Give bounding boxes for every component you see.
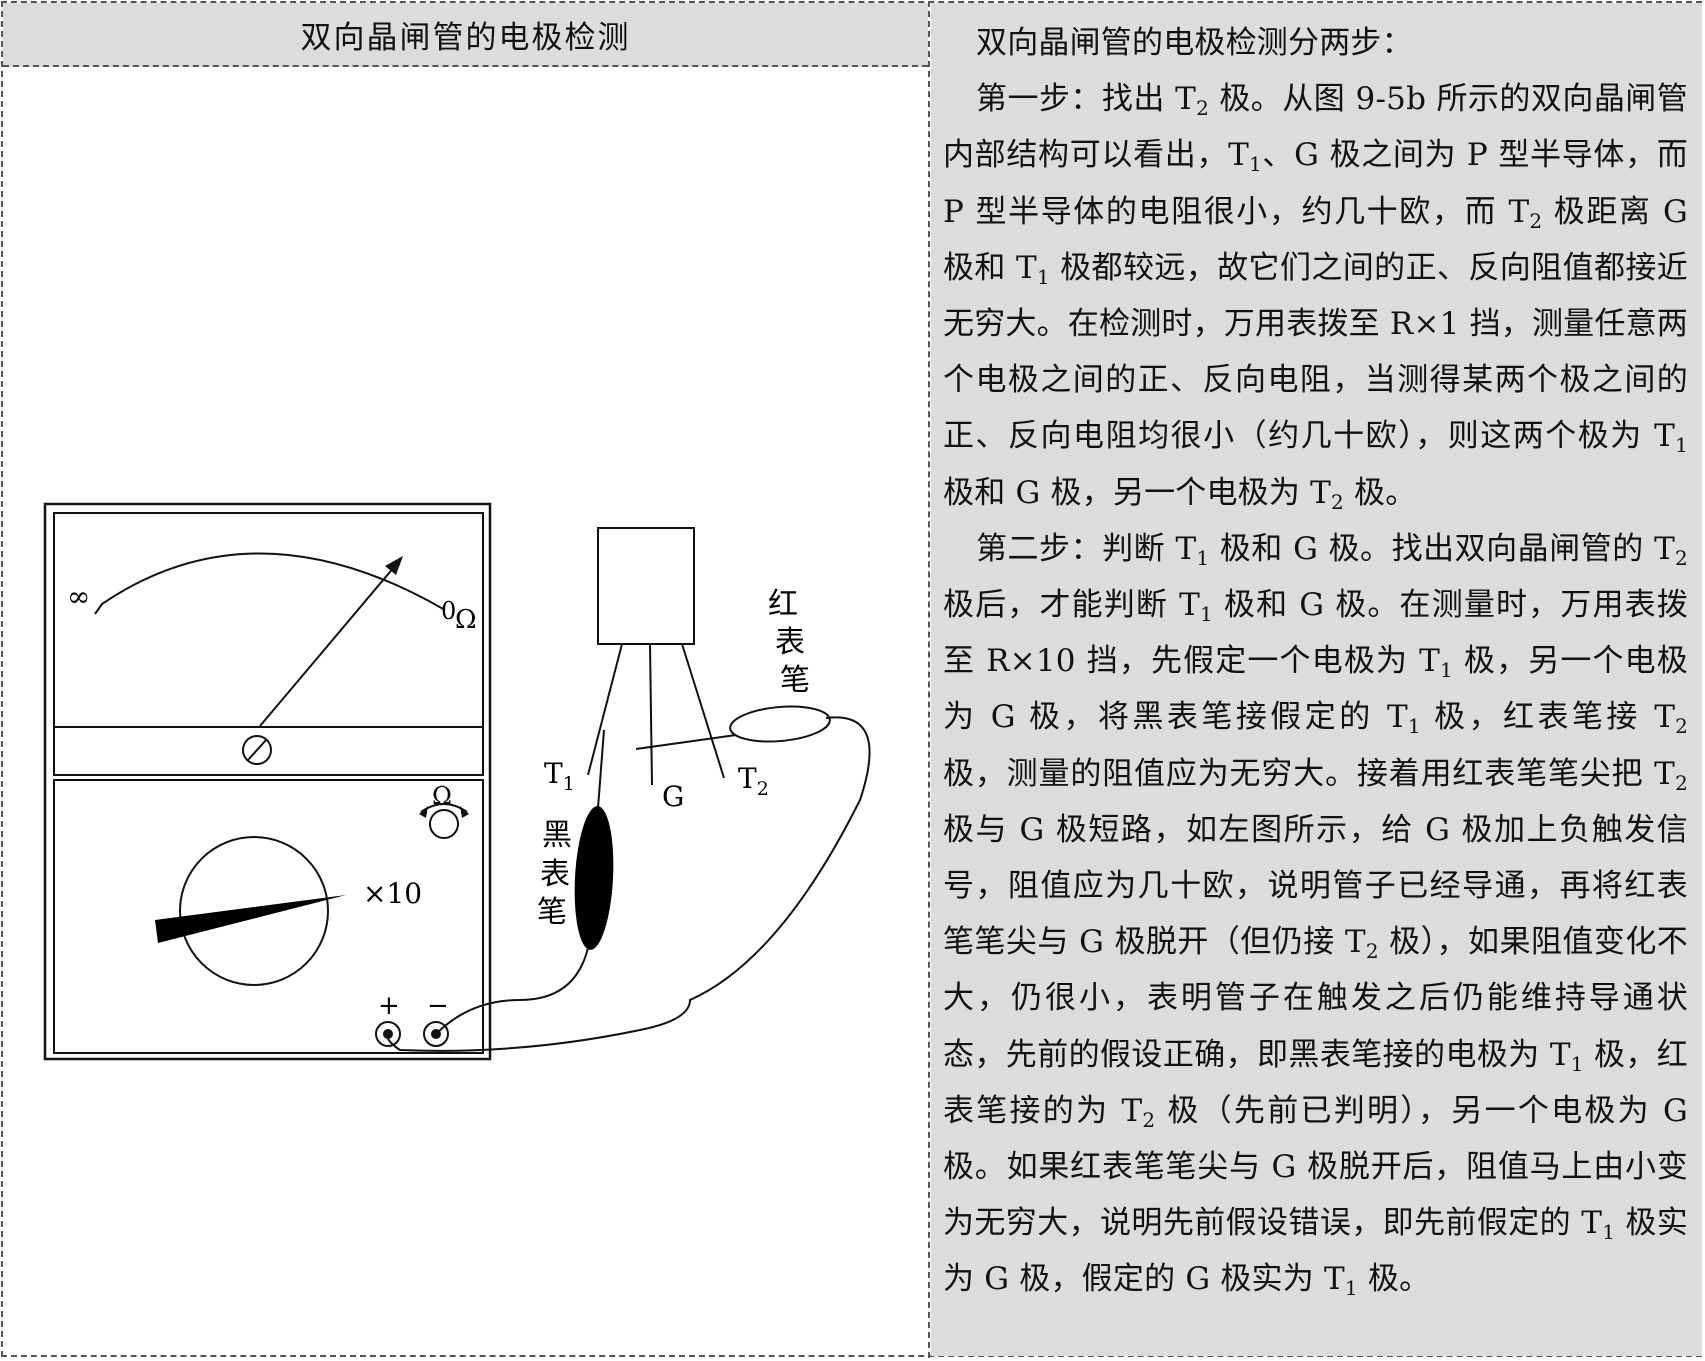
scale-infinity-label: ∞ — [67, 580, 90, 613]
black-probe-label-2: 表 — [540, 857, 570, 892]
pin-t1-lead — [587, 643, 623, 776]
red-probe-label-1: 红 — [768, 587, 798, 622]
explanation-panel: 双向晶闸管的电极检测分两步： 第一步：找出 T2 极。从图 9-5b 所示的双向… — [931, 3, 1702, 1356]
needle-arrowhead — [385, 556, 403, 575]
range-selector-pointer — [155, 895, 346, 943]
left-panel-title: 双向晶闸管的电极检测 — [3, 3, 928, 67]
multimeter-diagram: ∞ 0 Ω Ω ×10 + − T1 G T2 红 表 笔 黑 表 笔 — [43, 502, 871, 1061]
ohm-knob-label: Ω — [432, 782, 452, 810]
black-probe-label-1: 黑 — [542, 818, 572, 853]
scale-arc — [94, 552, 446, 615]
black-probe — [574, 806, 614, 950]
pin-g-label: G — [662, 780, 684, 813]
red-probe — [729, 705, 831, 743]
red-probe-label-3: 笔 — [780, 663, 810, 698]
red-probe-wire — [386, 716, 871, 1052]
range-label: ×10 — [363, 877, 422, 910]
column-divider — [928, 1, 930, 1358]
paragraph-intro: 双向晶闸管的电极检测分两步： — [976, 25, 1413, 61]
meter-control-panel — [53, 779, 484, 1054]
pin-t2-lead — [681, 643, 725, 779]
red-probe-label-2: 表 — [775, 625, 805, 660]
black-probe-label-3: 笔 — [537, 895, 567, 930]
knob-arrow-left — [419, 806, 428, 818]
scale-ohm-label: Ω — [455, 605, 477, 635]
pin-t2-label: T2 — [738, 762, 769, 800]
knob-arrow-right — [460, 806, 469, 818]
ohm-adjust-knob[interactable] — [429, 809, 459, 839]
zero-adjust-slot — [247, 739, 267, 761]
minus-terminal-label: − — [427, 991, 449, 1021]
scale-zero-label: 0 — [441, 597, 456, 625]
meter-body-outer — [43, 502, 492, 1061]
black-probe-tip — [597, 729, 605, 809]
pin-t1-label: T1 — [544, 757, 575, 795]
zero-adjust-screw[interactable] — [242, 735, 272, 765]
thyristor-body — [597, 527, 695, 645]
plus-terminal-label: + — [378, 991, 400, 1021]
meter-needle — [259, 559, 401, 727]
pin-g-lead — [649, 643, 653, 786]
red-probe-tip — [635, 734, 737, 750]
meter-dial-window — [53, 512, 484, 776]
black-probe-wire — [435, 947, 589, 1035]
paragraph-step-two: 第二步：判断 T1 极和 G 极。找出双向晶闸管的 T2 极后，才能判断 T1 … — [943, 530, 1689, 1301]
paragraph-step-one: 第一步：找出 T2 极。从图 9-5b 所示的双向晶闸管内部结构可以看出，T1、… — [943, 81, 1689, 514]
